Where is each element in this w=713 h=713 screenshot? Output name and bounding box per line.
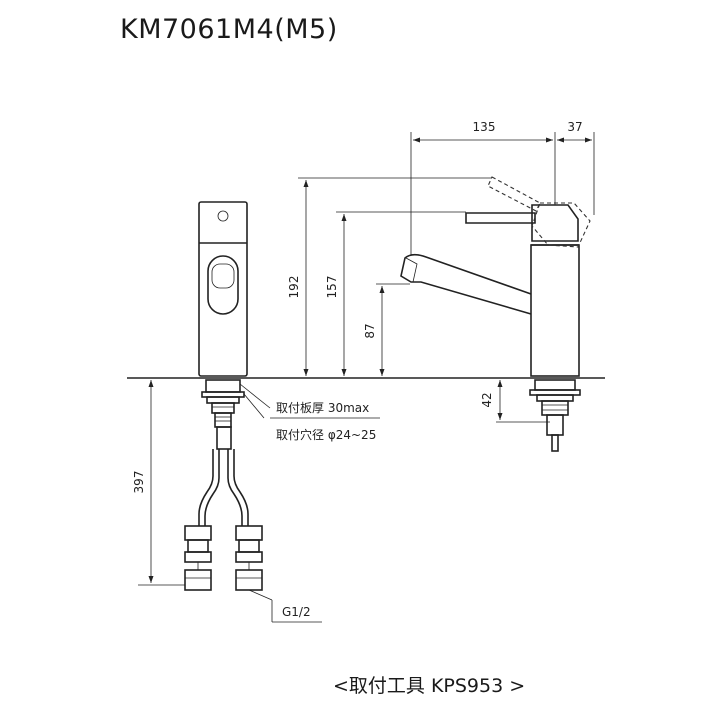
front-view-body: [400, 176, 591, 377]
model-title: KM7061M4(M5): [120, 14, 338, 45]
mount-hole-note: 取付穴径 φ24~25: [276, 427, 376, 442]
dim-135-label: 135: [473, 120, 496, 134]
dim-87-label: 87: [363, 323, 377, 338]
supply-hoses: [198, 449, 249, 526]
lever-handle: [207, 255, 239, 315]
indicator-hole: [217, 210, 229, 222]
hose-connectors: [184, 525, 263, 591]
mount-thickness-note: 取付板厚 30max: [276, 401, 369, 415]
mounting-shank-right: [529, 379, 581, 452]
mounting-shank-left: [201, 379, 245, 450]
dim-42-label: 42: [480, 392, 494, 407]
side-view-body: [198, 201, 248, 377]
install-tool-caption: <取付工具 KPS953 >: [333, 675, 526, 697]
dim-157-label: 157: [325, 276, 339, 299]
dim-37-label: 37: [567, 120, 582, 134]
dim-397-label: 397: [132, 471, 146, 494]
dim-192-label: 192: [287, 276, 301, 299]
dimension-lines: [138, 132, 595, 623]
thread-size-note: G1/2: [282, 605, 311, 619]
